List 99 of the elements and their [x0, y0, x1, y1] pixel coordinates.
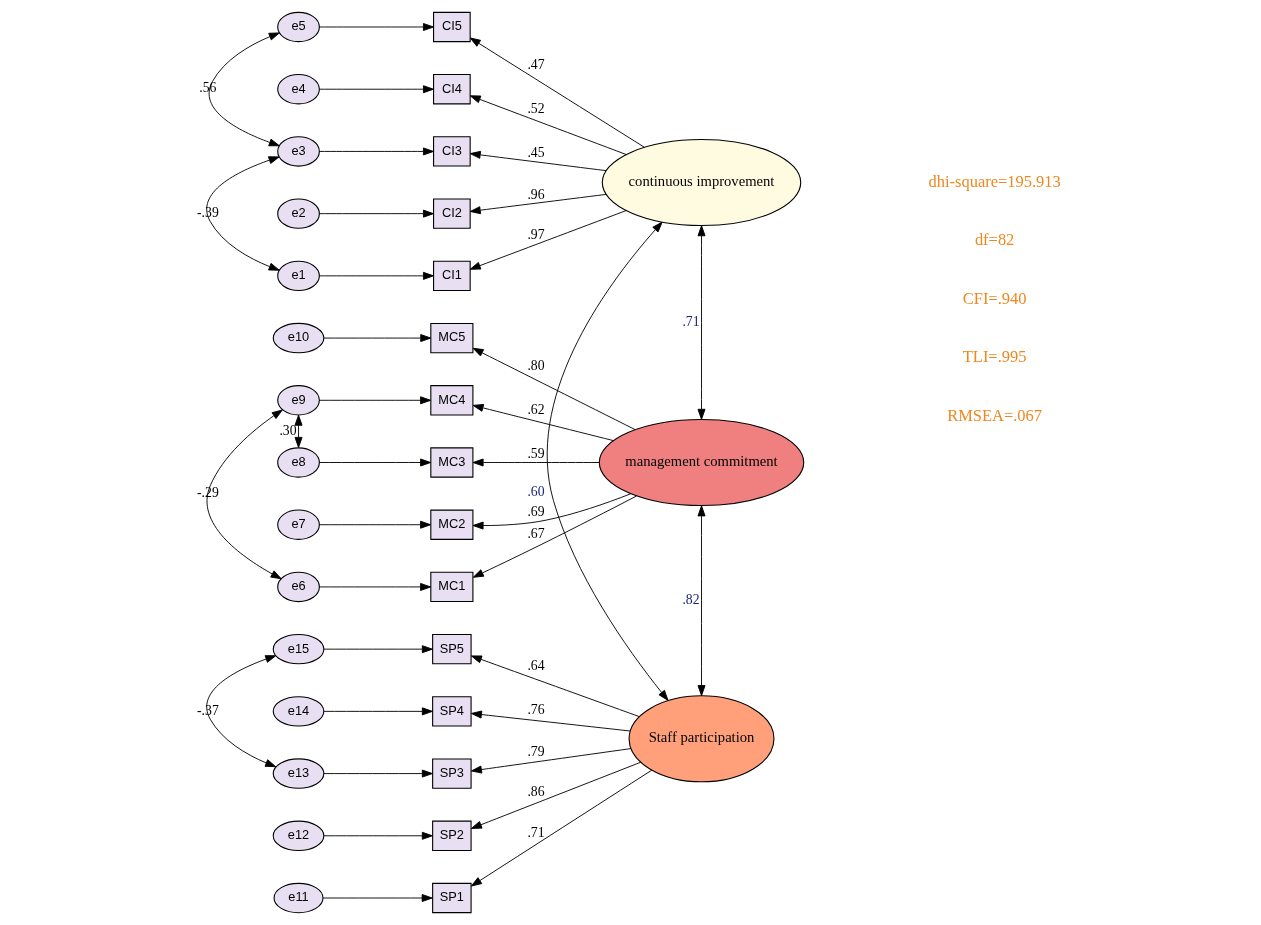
arrow	[206, 655, 277, 768]
arrow	[323, 707, 433, 716]
node-ellipse: e8	[277, 447, 320, 478]
arrow	[697, 225, 706, 420]
edge-label: .71	[682, 313, 700, 329]
node-box: SP3	[432, 758, 472, 789]
arrow	[472, 403, 614, 442]
edge-label: -.37	[197, 702, 219, 718]
node-ellipse: Staff participation	[628, 695, 775, 783]
node-ellipse: e2	[277, 198, 320, 229]
node-box: MC4	[430, 385, 474, 416]
node-box: SP4	[432, 696, 472, 727]
arrow	[318, 458, 432, 467]
arrow	[318, 582, 432, 591]
edge-label: .67	[527, 525, 545, 541]
edge-label: -.39	[197, 204, 219, 220]
arrow	[323, 645, 433, 654]
arrow	[472, 347, 636, 431]
node-ellipse: e1	[277, 260, 320, 292]
node-ellipse: e12	[272, 820, 325, 851]
arrow	[318, 23, 434, 31]
node-box: CI4	[433, 74, 471, 105]
label: TLI=.995	[962, 347, 1027, 367]
label: RMSEA=.067	[947, 405, 1043, 425]
node-ellipse: e6	[277, 571, 320, 603]
node-box: SP5	[432, 633, 472, 665]
arrow	[323, 334, 432, 343]
node-box: MC5	[430, 322, 474, 354]
arrow	[470, 769, 653, 887]
label: df=82	[974, 230, 1015, 250]
node-ellipse: e13	[272, 758, 325, 789]
node-ellipse: e14	[272, 696, 325, 727]
node-ellipse: e9	[277, 385, 320, 416]
arrow	[208, 32, 280, 147]
node-ellipse: management commitment	[598, 418, 805, 507]
arrow	[470, 761, 642, 829]
node-box: MC1	[430, 571, 474, 603]
node-box: CI2	[433, 198, 471, 229]
label: CFI=.940	[962, 288, 1027, 308]
edge-label: .56	[199, 80, 217, 96]
node-box: CI5	[433, 11, 471, 43]
edge-label: .86	[527, 784, 545, 800]
arrow	[294, 414, 303, 448]
node-ellipse: e15	[272, 633, 325, 665]
edge-label: .60	[527, 483, 545, 499]
edge-label: .79	[527, 744, 545, 760]
arrow	[469, 37, 645, 148]
node-box: MC3	[430, 447, 474, 478]
edge-label: .76	[527, 702, 545, 718]
node-box: MC2	[430, 509, 474, 540]
arrow	[472, 493, 632, 530]
arrow	[323, 831, 433, 840]
arrow	[318, 85, 434, 94]
edge-label: .45	[527, 144, 545, 160]
arrow	[469, 95, 627, 155]
node-box: SP1	[432, 882, 472, 914]
edge-label: .82	[682, 591, 700, 607]
edge-label: .97	[527, 227, 545, 243]
arrow	[470, 655, 640, 718]
node-ellipse: e4	[277, 74, 320, 105]
arrow	[322, 894, 433, 902]
arrow	[472, 495, 637, 578]
arrow	[323, 769, 433, 778]
edge-label: .47	[527, 57, 545, 73]
edge-label: .59	[527, 445, 545, 461]
arrow	[472, 458, 600, 467]
arrow	[206, 409, 283, 580]
arrow	[318, 209, 434, 218]
edge-label: .80	[527, 358, 545, 374]
edge-label: .96	[527, 187, 545, 202]
node-ellipse: e10	[272, 322, 325, 354]
arrow	[206, 156, 280, 271]
node-ellipse: e3	[277, 136, 320, 167]
arrow	[318, 396, 432, 405]
edge-label: .62	[527, 402, 545, 418]
label: dhi-square=195.913	[928, 171, 1061, 191]
node-ellipse: e11	[273, 882, 324, 914]
edge-label: -.29	[197, 484, 219, 500]
arrow	[469, 150, 607, 172]
node-ellipse: e5	[277, 11, 320, 43]
arrow	[318, 271, 434, 280]
node-ellipse: e7	[277, 509, 320, 540]
edge-label: .69	[527, 503, 545, 519]
node-ellipse: continuous improvement	[601, 139, 802, 227]
arrow	[318, 520, 432, 529]
edge-label: .64	[527, 658, 545, 674]
edge-label: .52	[527, 101, 545, 116]
node-box: CI1	[433, 260, 471, 292]
arrow	[697, 505, 706, 697]
arrow	[469, 210, 627, 270]
arrow	[546, 221, 669, 701]
arrow	[470, 748, 632, 774]
edge-label: .30	[279, 422, 297, 438]
node-box: SP2	[432, 820, 472, 851]
edge-label: .71	[527, 824, 545, 840]
arrow	[470, 710, 631, 732]
node-box: CI3	[433, 136, 471, 167]
arrow	[469, 193, 607, 215]
arrow	[318, 147, 434, 156]
